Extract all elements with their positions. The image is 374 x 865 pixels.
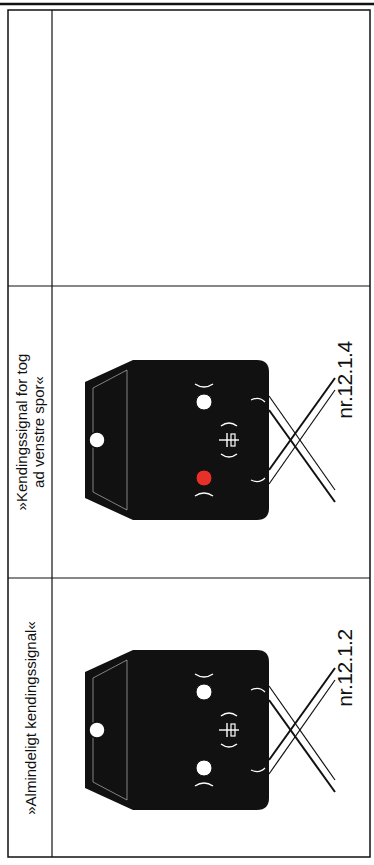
white-lamp	[196, 394, 212, 410]
white-lamp	[196, 760, 212, 776]
white-lamp	[196, 684, 212, 700]
locomotive-front	[85, 360, 335, 520]
table-rule	[8, 285, 370, 286]
table-rule	[51, 10, 52, 857]
signal-number: nr.12.1.2	[333, 593, 357, 743]
signal-number: nr.12.1.4	[333, 305, 357, 455]
table-rule	[8, 577, 370, 578]
table-border	[8, 10, 370, 857]
top-rule	[0, 3, 374, 6]
red-lamp	[196, 470, 212, 486]
column-heading: »Almindeligt kendingssignal«	[22, 583, 39, 853]
column-heading: »Kendingssignal for tog ad venstre spor«	[13, 352, 47, 512]
locomotive-front	[85, 650, 335, 810]
